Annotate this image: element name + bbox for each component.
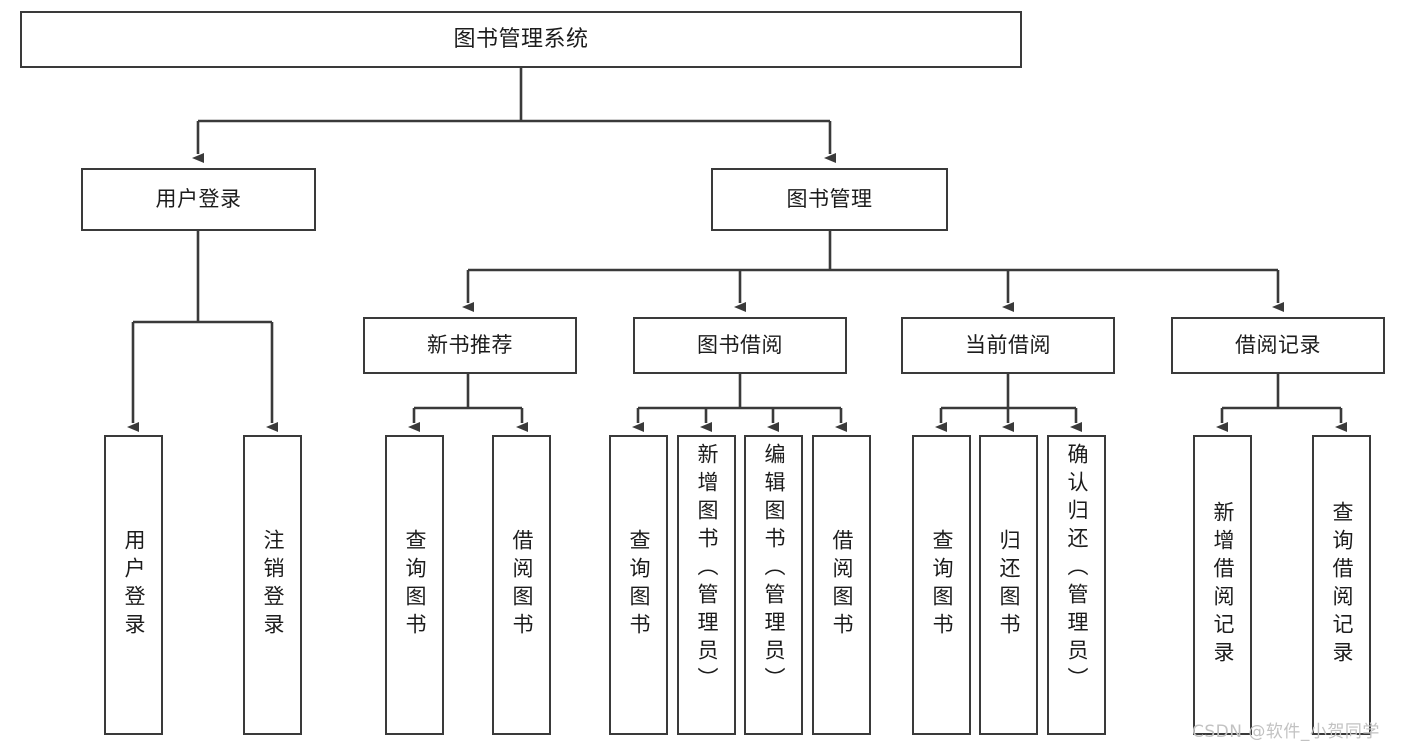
node-label: 借阅图书: [510, 529, 534, 641]
node-label: 确认归还（管理员）: [1065, 443, 1089, 695]
node-label: 编辑图书（管理员）: [762, 443, 786, 695]
node-leaf-confirm-return[interactable]: 确认归还（管理员）: [1047, 435, 1106, 735]
node-label: 当前借阅: [965, 333, 1051, 358]
node-book-manage[interactable]: 图书管理: [711, 168, 948, 231]
node-root-book-management-system[interactable]: 图书管理系统: [20, 11, 1022, 68]
node-label: 新增借阅记录: [1211, 501, 1235, 669]
node-borrow-record[interactable]: 借阅记录: [1171, 317, 1385, 374]
node-leaf-borrow-book-2[interactable]: 借阅图书: [812, 435, 871, 735]
node-leaf-borrow-book-1[interactable]: 借阅图书: [492, 435, 551, 735]
node-leaf-logout[interactable]: 注销登录: [243, 435, 302, 735]
node-label: 图书借阅: [697, 333, 783, 358]
node-label: 查询图书: [627, 529, 651, 641]
node-leaf-query-book-3[interactable]: 查询图书: [912, 435, 971, 735]
node-leaf-query-book-2[interactable]: 查询图书: [609, 435, 668, 735]
csdn-watermark: CSDN @软件_小贺同学: [1192, 722, 1380, 742]
node-label: 新书推荐: [427, 333, 513, 358]
node-label: 查询图书: [403, 529, 427, 641]
node-label: 归还图书: [997, 529, 1021, 641]
node-label: 用户登录: [155, 187, 242, 212]
node-leaf-query-record[interactable]: 查询借阅记录: [1312, 435, 1371, 735]
node-leaf-user-login[interactable]: 用户登录: [104, 435, 163, 735]
node-leaf-query-book-1[interactable]: 查询图书: [385, 435, 444, 735]
node-book-borrow[interactable]: 图书借阅: [633, 317, 847, 374]
node-label: 新增图书（管理员）: [695, 443, 719, 695]
node-user-login[interactable]: 用户登录: [81, 168, 316, 231]
node-label: 借阅图书: [830, 529, 854, 641]
node-label: 查询图书: [930, 529, 954, 641]
node-new-book-recommend[interactable]: 新书推荐: [363, 317, 577, 374]
node-label: 查询借阅记录: [1330, 501, 1354, 669]
node-label: 用户登录: [122, 529, 146, 641]
node-leaf-return-book[interactable]: 归还图书: [979, 435, 1038, 735]
node-current-borrow[interactable]: 当前借阅: [901, 317, 1115, 374]
node-leaf-add-record[interactable]: 新增借阅记录: [1193, 435, 1252, 735]
node-label: 图书管理系统: [453, 26, 589, 52]
node-leaf-add-book[interactable]: 新增图书（管理员）: [677, 435, 736, 735]
node-leaf-edit-book[interactable]: 编辑图书（管理员）: [744, 435, 803, 735]
node-label: 图书管理: [786, 187, 873, 212]
node-label: 注销登录: [261, 529, 285, 641]
node-label: 借阅记录: [1235, 333, 1321, 358]
